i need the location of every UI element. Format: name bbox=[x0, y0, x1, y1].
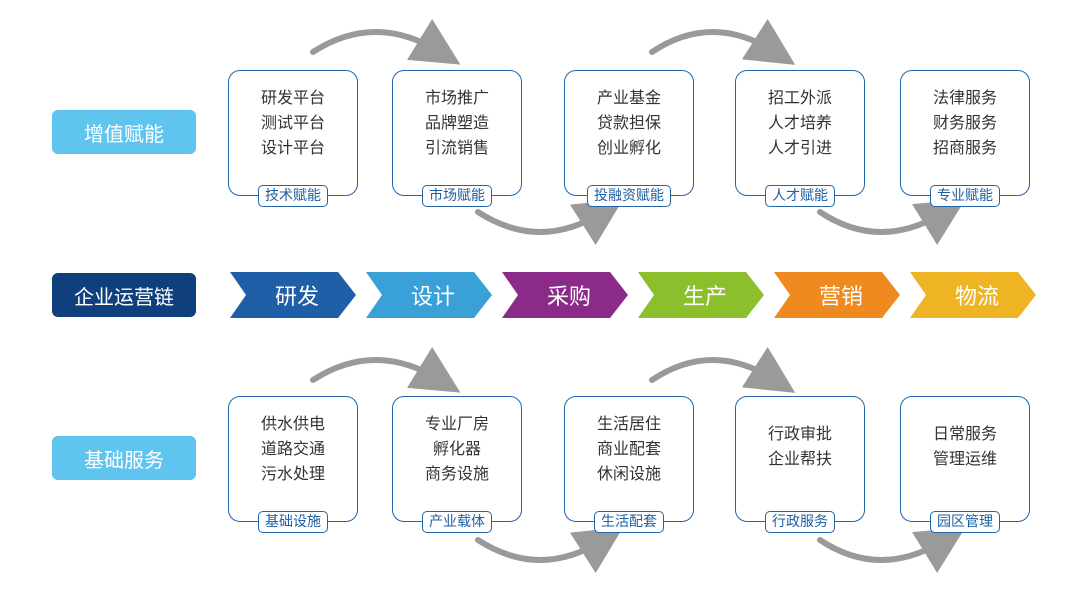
card-tag: 行政服务 bbox=[765, 511, 835, 533]
card-line: 污水处理 bbox=[260, 464, 325, 483]
chevron-shape bbox=[502, 272, 628, 318]
card-tag: 技术赋能 bbox=[258, 185, 328, 207]
card-line: 研发平台 bbox=[260, 88, 325, 107]
card-admin-service: 行政审批 企业帮扶 行政服务 bbox=[735, 396, 865, 533]
card-line: 创业孵化 bbox=[596, 138, 661, 157]
chain-step-rd: 研发 bbox=[230, 272, 356, 318]
card-tag: 投融资赋能 bbox=[587, 185, 671, 207]
card-tag: 基础设施 bbox=[258, 511, 328, 533]
chain-step-design: 设计 bbox=[366, 272, 492, 318]
card-line: 商务设施 bbox=[424, 464, 489, 483]
card-line: 日常服务 bbox=[932, 424, 997, 443]
chain-step-logistics: 物流 bbox=[910, 272, 1036, 318]
chevron-shape bbox=[638, 272, 764, 318]
card-tag: 园区管理 bbox=[930, 511, 1000, 533]
label-value-added: 增值赋能 bbox=[52, 110, 196, 154]
card-tech-empower: 研发平台 测试平台 设计平台 技术赋能 bbox=[228, 70, 358, 207]
arc-top-2 bbox=[475, 199, 624, 246]
card-tag: 市场赋能 bbox=[422, 185, 492, 207]
card-market-empower: 市场推广 品牌塑造 引流销售 市场赋能 bbox=[392, 70, 522, 207]
card-line: 孵化器 bbox=[432, 439, 481, 458]
arc-top-3 bbox=[649, 18, 796, 65]
card-line: 测试平台 bbox=[260, 113, 325, 132]
card-tag: 产业载体 bbox=[422, 511, 492, 533]
card-line: 贷款担保 bbox=[596, 113, 661, 132]
chevron-shape bbox=[774, 272, 900, 318]
card-tag: 专业赋能 bbox=[930, 185, 1000, 207]
chevron-shape bbox=[230, 272, 356, 318]
chevron-shape bbox=[910, 272, 1036, 318]
card-line: 设计平台 bbox=[260, 138, 325, 157]
chain-label: 研发 bbox=[274, 285, 319, 310]
arc-top-1 bbox=[310, 18, 461, 65]
label-operation-chain: 企业运营链 bbox=[52, 273, 196, 317]
card-line: 管理运维 bbox=[932, 449, 997, 468]
arc-bot-1 bbox=[310, 346, 461, 393]
card-line: 休闲设施 bbox=[596, 464, 661, 483]
label-basic-service: 基础服务 bbox=[52, 436, 196, 480]
card-finance-empower: 产业基金 贷款担保 创业孵化 投融资赋能 bbox=[564, 70, 694, 207]
card-line: 商业配套 bbox=[596, 439, 661, 458]
card-park-management: 日常服务 管理运维 园区管理 bbox=[900, 396, 1030, 533]
chain-label: 物流 bbox=[954, 285, 999, 310]
card-line: 企业帮扶 bbox=[767, 449, 832, 468]
card-professional-empower: 法律服务 财务服务 招商服务 专业赋能 bbox=[900, 70, 1030, 207]
chain-label: 采购 bbox=[546, 285, 591, 310]
chain-step-production: 生产 bbox=[638, 272, 764, 318]
card-line: 行政审批 bbox=[767, 424, 832, 443]
card-tag: 生活配套 bbox=[594, 511, 664, 533]
arc-bot-2 bbox=[475, 527, 624, 574]
card-line: 招工外派 bbox=[767, 88, 832, 107]
card-line: 人才培养 bbox=[767, 113, 832, 132]
arc-bot-4 bbox=[817, 527, 966, 574]
arc-top-4 bbox=[817, 199, 966, 246]
card-line: 法律服务 bbox=[932, 88, 997, 107]
card-living-support: 生活居住 商业配套 休闲设施 生活配套 bbox=[564, 396, 694, 533]
chevron-shape bbox=[366, 272, 492, 318]
card-tag: 人才赋能 bbox=[765, 185, 835, 207]
chain-label: 生产 bbox=[682, 285, 727, 310]
card-line: 招商服务 bbox=[932, 138, 997, 157]
card-infrastructure: 供水供电 道路交通 污水处理 基础设施 bbox=[228, 396, 358, 533]
card-industry-carrier: 专业厂房 孵化器 商务设施 产业载体 bbox=[392, 396, 522, 533]
card-line: 财务服务 bbox=[932, 113, 997, 132]
card-line: 市场推广 bbox=[424, 88, 489, 107]
card-line: 产业基金 bbox=[596, 88, 661, 107]
card-line: 道路交通 bbox=[260, 439, 325, 458]
arc-bot-3 bbox=[649, 346, 796, 393]
card-line: 供水供电 bbox=[260, 414, 325, 433]
chain-step-purchase: 采购 bbox=[502, 272, 628, 318]
card-line: 引流销售 bbox=[424, 138, 489, 157]
card-talent-empower: 招工外派 人才培养 人才引进 人才赋能 bbox=[735, 70, 865, 207]
chain-label: 设计 bbox=[410, 285, 455, 310]
card-line: 品牌塑造 bbox=[424, 113, 489, 132]
chain-step-marketing: 营销 bbox=[774, 272, 900, 318]
card-line: 专业厂房 bbox=[424, 414, 489, 433]
card-line: 生活居住 bbox=[596, 414, 661, 433]
card-line: 人才引进 bbox=[767, 138, 832, 157]
chain-label: 营销 bbox=[818, 285, 863, 310]
